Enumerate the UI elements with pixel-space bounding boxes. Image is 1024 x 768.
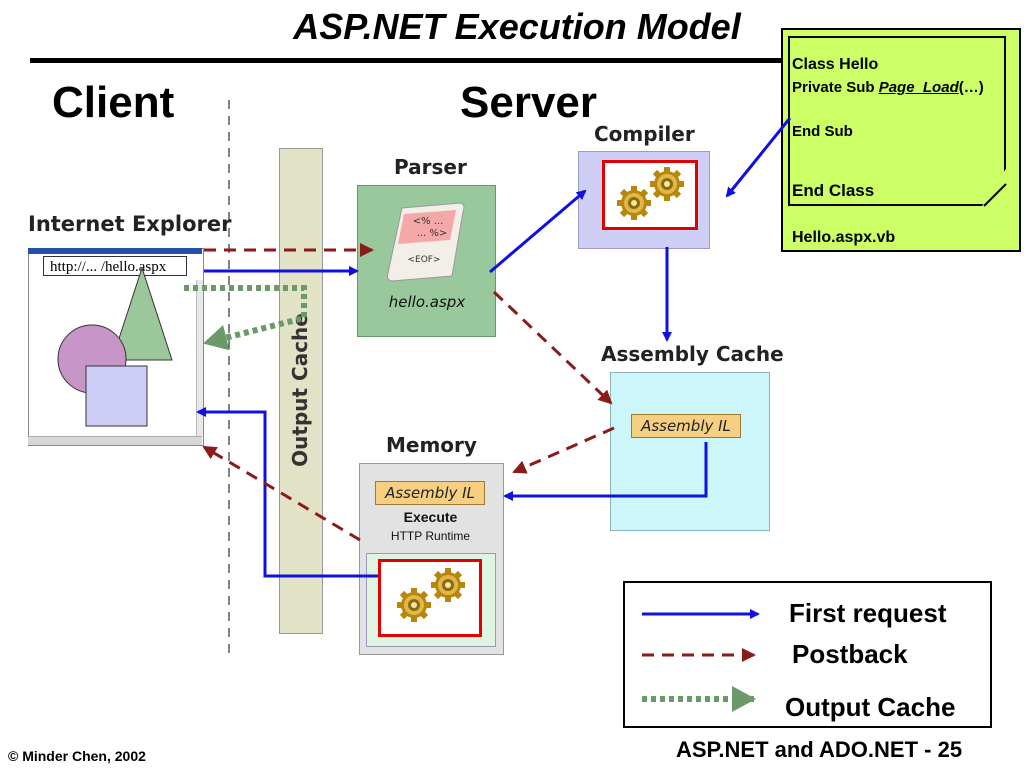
- parser-file-name: hello.aspx: [388, 293, 466, 311]
- server-label: Server: [460, 78, 598, 127]
- browser-scrollbar: [196, 280, 203, 436]
- code-end-class-line: End Class: [792, 181, 875, 200]
- browser-address-bar: http://... /hello.aspx: [43, 256, 187, 276]
- legend-postback-label: Postback: [792, 639, 908, 669]
- browser-window: [28, 248, 204, 446]
- footer-copyright: © Minder Chen, 2002: [8, 748, 146, 764]
- execute-label: Execute: [403, 509, 458, 525]
- http-runtime-label: HTTP Runtime: [390, 529, 471, 543]
- browser-title: Internet Explorer: [28, 212, 232, 236]
- slide-title: ASP.NET Execution Model: [293, 6, 741, 47]
- compiler-title: Compiler: [594, 122, 695, 146]
- assembly-cache-il-label: Assembly IL: [631, 414, 741, 438]
- arrow-parser-to-compiler: [489, 189, 587, 274]
- assembly-cache-title: Assembly Cache: [601, 342, 784, 366]
- assembly-cache-box: [610, 372, 770, 531]
- code-sub-suffix: (…): [958, 79, 984, 96]
- arrow-postback-parser-to-assembly-cache: [492, 290, 613, 405]
- code-end-sub-line: End Sub: [792, 123, 853, 140]
- client-label: Client: [52, 78, 175, 127]
- code-file-name: Hello.aspx.vb: [792, 229, 896, 246]
- output-cache-label: Output Cache: [288, 313, 312, 467]
- parser-title: Parser: [394, 155, 467, 179]
- memory-il-label: Assembly IL: [375, 481, 485, 505]
- code-method-name: Page_Load: [878, 79, 959, 96]
- footer-slide-number: ASP.NET and ADO.NET - 25: [676, 737, 963, 762]
- memory-gears-panel: [378, 559, 482, 637]
- memory-title: Memory: [386, 433, 477, 457]
- arrow-postback-assembly-cache-to-memory: [512, 426, 615, 474]
- code-sub-prefix: Private Sub: [792, 79, 879, 96]
- legend-output-cache-label: Output Cache: [785, 692, 956, 722]
- browser-statusbar: [28, 436, 202, 445]
- compiler-gears-panel: [602, 160, 698, 230]
- code-sub-line: Private Sub Page_Load(…): [792, 79, 984, 96]
- parser-box: [357, 185, 496, 337]
- browser-titlebar: [28, 248, 202, 254]
- title-rule: [30, 58, 790, 63]
- legend-first-request-label: First request: [789, 598, 947, 628]
- code-class-line: Class Hello: [792, 56, 879, 73]
